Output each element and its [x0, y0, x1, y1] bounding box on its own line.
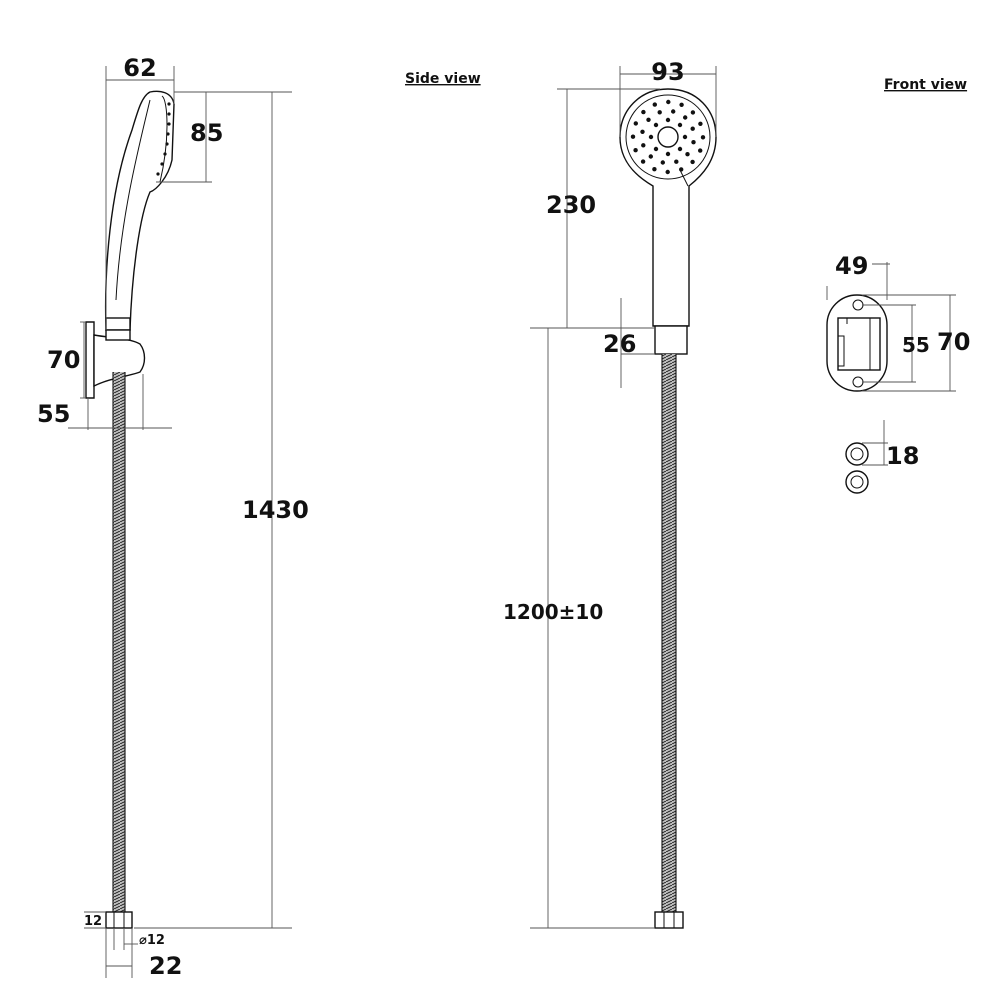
side-dim-12: 12 — [84, 914, 102, 929]
nozzle — [660, 160, 665, 165]
nozzle — [646, 117, 651, 123]
front-dim-1200: 1200±10 — [503, 600, 603, 624]
nozzle — [690, 110, 696, 115]
front-dim-93: 93 — [651, 58, 684, 86]
front-spray-face — [625, 94, 711, 180]
side-dim-70: 70 — [47, 346, 80, 374]
nozzle — [633, 121, 638, 126]
front-dimensions: 93 230 26 1200±10 — [503, 58, 717, 929]
side-dim-22: 22 — [149, 952, 182, 980]
nozzle — [679, 167, 684, 172]
nozzle — [640, 159, 646, 164]
nozzle — [648, 134, 654, 140]
nozzle — [630, 134, 636, 139]
nozzle — [665, 117, 671, 123]
nozzle — [657, 110, 662, 115]
nozzle — [685, 152, 690, 157]
nozzle — [653, 146, 659, 152]
side-hose-nut — [105, 911, 133, 929]
nozzle — [683, 115, 688, 120]
nozzle — [665, 169, 670, 175]
front-dim-26: 26 — [603, 330, 636, 358]
front-dim-18: 18 — [886, 442, 919, 470]
nozzle — [690, 126, 695, 131]
nozzle — [679, 102, 684, 108]
side-dim-62: 62 — [123, 54, 156, 82]
nozzle — [652, 167, 657, 172]
nozzle — [665, 151, 671, 157]
nozzle — [698, 121, 703, 127]
side-dim-85: 85 — [190, 119, 223, 147]
nozzle — [648, 154, 653, 159]
front-dim-70: 70 — [937, 328, 970, 356]
front-handset-outline — [619, 88, 717, 327]
side-dim-55: 55 — [37, 400, 70, 428]
side-knurl — [105, 329, 131, 341]
side-dimensions: 62 85 1430 70 55 12 — [37, 54, 309, 980]
front-handset — [619, 88, 717, 355]
nozzle — [640, 129, 645, 134]
side-handset — [104, 90, 175, 331]
nozzle — [677, 146, 683, 152]
front-dim-55: 55 — [902, 333, 930, 357]
side-handset-inner — [115, 99, 151, 301]
side-hose — [105, 372, 133, 929]
side-handset-face — [159, 95, 168, 183]
front-washers: 18 — [845, 420, 919, 494]
side-view-label: Side view — [405, 71, 481, 87]
nozzle — [641, 109, 646, 115]
nozzle — [674, 159, 679, 164]
front-view-label: Front view — [884, 77, 967, 93]
side-handset-body — [104, 90, 175, 331]
front-collar — [654, 325, 688, 355]
front-dim-230: 230 — [546, 191, 596, 219]
nozzle — [641, 143, 646, 148]
front-bracket-clip — [837, 317, 881, 371]
side-view: Side view — [37, 54, 481, 980]
front-spray-center — [657, 126, 679, 148]
nozzle — [698, 148, 703, 153]
front-bracket: 49 55 70 — [826, 252, 970, 392]
side-bracket — [85, 321, 146, 399]
side-handset-collar — [105, 317, 131, 331]
front-dim-49: 49 — [835, 252, 868, 280]
washer-bottom — [845, 470, 869, 494]
washer-top — [845, 442, 869, 466]
nozzle — [633, 148, 638, 153]
nozzle — [652, 102, 657, 107]
front-hose-nut — [654, 911, 684, 929]
side-nozzles — [156, 102, 171, 176]
nozzle — [690, 159, 695, 165]
front-selector — [679, 169, 689, 187]
nozzle — [677, 122, 683, 128]
front-view: Front view 93 — [503, 58, 970, 929]
nozzle — [653, 122, 659, 128]
front-hose — [654, 354, 684, 929]
nozzle — [666, 99, 671, 105]
front-nozzles — [630, 99, 706, 175]
nozzle — [700, 135, 706, 140]
side-dim-1430: 1430 — [242, 496, 309, 524]
nozzle — [682, 134, 688, 140]
nozzle — [691, 140, 696, 145]
side-bracket-plate — [85, 321, 95, 399]
nozzle — [671, 109, 676, 114]
side-dim-dia12: ⌀12 — [139, 933, 165, 948]
